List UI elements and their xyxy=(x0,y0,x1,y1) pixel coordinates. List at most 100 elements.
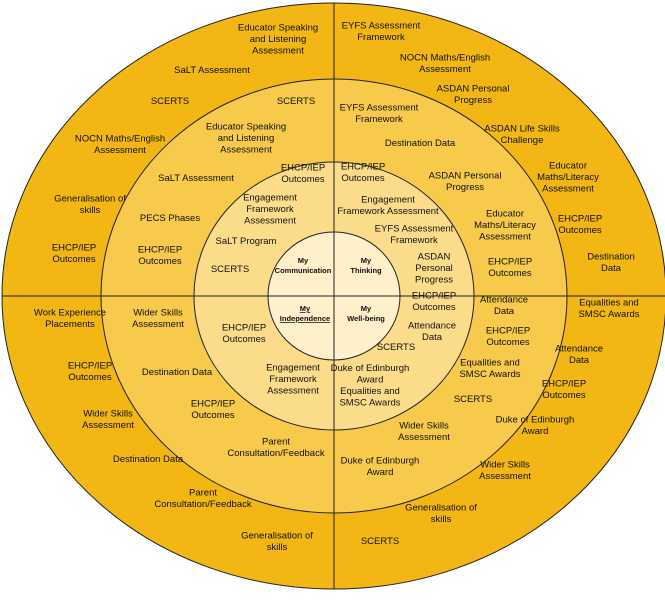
communication-inner-label-line: Outcomes xyxy=(281,174,325,185)
wellbeing-outer-label-line: Data xyxy=(569,355,590,366)
thinking-outer-label-line: Challenge xyxy=(501,135,544,146)
communication-middle-label-line: SaLT Assessment xyxy=(158,173,234,184)
thinking-outer-label-line: Data xyxy=(601,263,622,274)
wellbeing-outer-label-line: Outcomes xyxy=(542,390,586,401)
communication-inner-label: SaLT Program xyxy=(216,236,277,247)
core-my-wellbeing-label-line: My xyxy=(361,304,372,313)
thinking-outer-label-line: ASDAN Life Skills xyxy=(484,123,560,134)
wellbeing-middle-label-line: Wider Skills xyxy=(399,420,449,431)
communication-inner-label: SCERTS xyxy=(211,264,249,275)
communication-outer-label: SCERTS xyxy=(151,96,189,107)
communication-inner-label-line: Assessment xyxy=(244,216,296,227)
wellbeing-middle-label-line: Equalities and xyxy=(460,357,520,368)
wellbeing-outer-label-line: EHCP/IEP xyxy=(542,378,586,389)
wellbeing-inner-label-line: Award xyxy=(357,374,384,385)
thinking-middle-label-line: Progress xyxy=(446,182,484,193)
independence-middle-label-line: Wider Skills xyxy=(133,307,183,318)
wellbeing-outer-label-line: Award xyxy=(522,426,549,437)
independence-middle-label-line: Parent xyxy=(262,436,290,447)
communication-middle-label-line: and Listening xyxy=(218,133,275,144)
wellbeing-middle-label-line: Duke of Edinburgh xyxy=(341,455,420,466)
thinking-outer-label-line: EHCP/IEP xyxy=(558,213,602,224)
core-my-communication-label-line: My xyxy=(298,256,309,265)
independence-middle-label-line: Consultation/Feedback xyxy=(227,448,324,459)
wellbeing-inner-label-line: Attendance xyxy=(408,320,456,331)
wellbeing-middle-label-line: EHCP/IEP xyxy=(486,325,530,336)
wellbeing-outer-label-line: Generalisation of xyxy=(405,502,477,513)
thinking-inner-label-line: Personal xyxy=(415,263,453,274)
wellbeing-outer-label-line: Duke of Edinburgh xyxy=(496,414,575,425)
thinking-middle-label-line: Outcomes xyxy=(488,268,532,279)
thinking-outer-label-line: ASDAN Personal xyxy=(437,83,510,94)
communication-outer-label-line: Educator Speaking xyxy=(238,23,318,34)
communication-outer-label-line: SaLT Assessment xyxy=(174,65,250,76)
independence-middle-label-line: Outcomes xyxy=(191,410,235,421)
thinking-inner-label-line: Framework xyxy=(390,235,438,246)
communication-outer-label-line: Outcomes xyxy=(52,254,96,265)
thinking-outer-label-line: Maths/Literacy xyxy=(537,172,599,183)
thinking-middle-label-line: ASDAN Personal xyxy=(429,170,502,181)
thinking-inner-label-line: ASDAN xyxy=(418,252,451,263)
communication-middle-label: PECS Phases xyxy=(140,213,200,224)
independence-middle-label-line: EHCP/IEP xyxy=(191,398,235,409)
communication-inner-label-line: EHCP/IEP xyxy=(281,162,325,173)
wellbeing-outer-label-line: skills xyxy=(431,514,452,525)
thinking-outer-label-line: Outcomes xyxy=(558,225,602,236)
independence-inner-label-line: Outcomes xyxy=(222,334,266,345)
independence-outer-label-line: Assessment xyxy=(82,420,134,431)
communication-middle-label-line: Outcomes xyxy=(138,256,182,267)
wellbeing-inner-label-line: Equalities and xyxy=(340,386,400,397)
thinking-middle-label: Destination Data xyxy=(385,138,456,149)
thinking-inner-label-line: EYFS Assessment xyxy=(375,223,454,234)
wellbeing-outer-label-line: Attendance xyxy=(555,343,603,354)
thinking-middle-label-line: EHCP/IEP xyxy=(488,256,532,267)
thinking-outer-label-line: Educator xyxy=(549,161,587,172)
independence-outer-label-line: Generalisation of xyxy=(241,530,313,541)
thinking-middle-label-line: Destination Data xyxy=(385,138,456,149)
independence-inner-label-line: Engagement xyxy=(266,363,320,374)
wellbeing-inner-label-line: Duke of Edinburgh xyxy=(331,363,410,374)
independence-outer-label-line: Placements xyxy=(45,319,95,330)
communication-outer-label-line: Generalisation of xyxy=(54,193,126,204)
independence-middle-label: Destination Data xyxy=(142,367,213,378)
communication-outer-label-line: NOCN Maths/English xyxy=(75,133,165,144)
thinking-outer-label-line: Destination xyxy=(587,251,635,262)
wellbeing-middle-label: SCERTS xyxy=(454,394,492,405)
wellbeing-inner-label-line: Outcomes xyxy=(412,302,456,313)
wellbeing-inner-label-line: SMSC Awards xyxy=(339,397,400,408)
wellbeing-middle-label-line: Attendance xyxy=(480,294,528,305)
core-my-thinking-label-line: My xyxy=(361,256,372,265)
thinking-middle-label-line: Maths/Literacy xyxy=(474,220,536,231)
thinking-inner-label-line: Progress xyxy=(415,275,453,286)
communication-outer-label: SaLT Assessment xyxy=(174,65,250,76)
communication-inner-label-line: SaLT Program xyxy=(216,236,277,247)
independence-outer-label-line: Consultation/Feedback xyxy=(154,499,251,510)
